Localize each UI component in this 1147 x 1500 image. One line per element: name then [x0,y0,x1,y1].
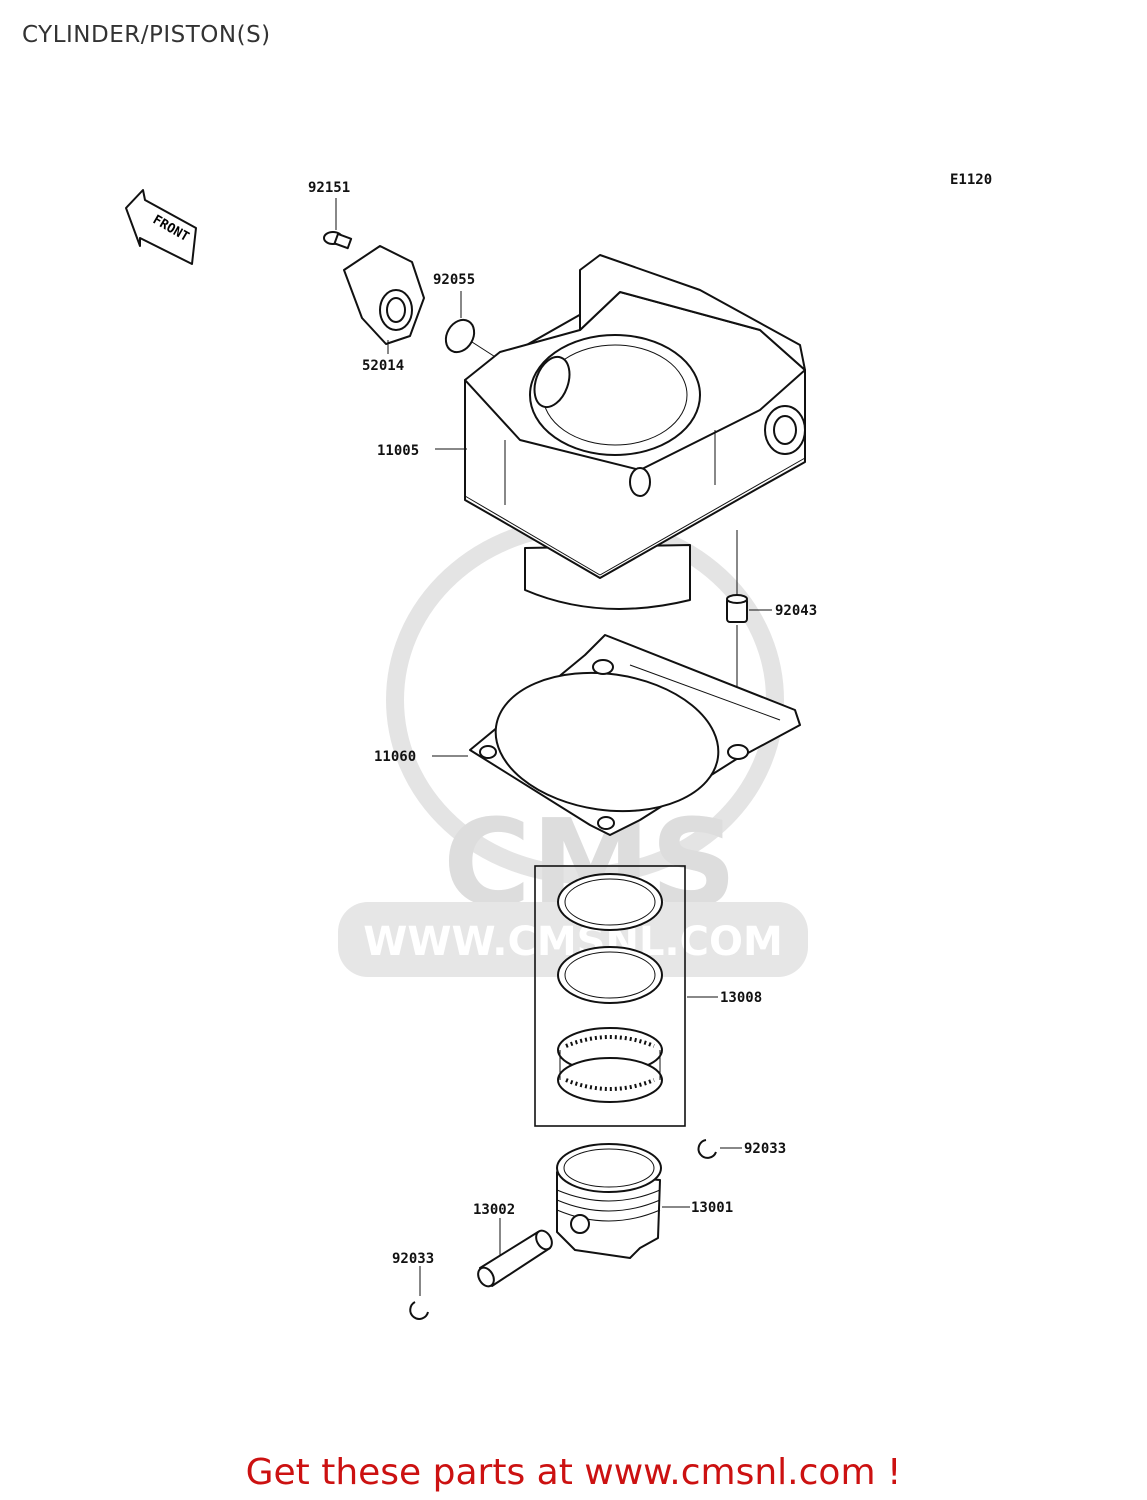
part-label-92043: 92043 [775,603,817,619]
watermark-banner [338,902,808,977]
part-label-13008: 13008 [720,990,762,1006]
part-92033-circlip-upper [697,1139,742,1159]
part-label-11060: 11060 [374,749,416,765]
part-52014-fitting [343,245,425,354]
part-13008-piston-ring-set [534,865,718,1127]
part-label-92033-upper: 92033 [744,1141,786,1157]
part-92055-o-ring [444,291,501,361]
part-92033-circlip-lower [409,1266,429,1320]
part-label-13002: 13002 [473,1202,515,1218]
part-label-52014: 52014 [362,358,404,374]
part-label-92055: 92055 [433,272,475,288]
part-13002-piston-pin [477,1218,553,1288]
part-92151-bolt [323,198,353,250]
part-11060-gasket [432,634,801,836]
part-label-13001: 13001 [691,1200,733,1216]
part-92043-dowel-pin [726,594,772,725]
front-direction-arrow: FRONT [125,189,197,265]
part-11005-cylinder [435,254,806,610]
part-label-92151: 92151 [308,180,350,196]
part-label-11005: 11005 [377,443,419,459]
footer-promo: Get these parts at www.cmsnl.com ! [245,1452,902,1493]
part-13001-piston [556,1143,690,1259]
page-title: CYLINDER/PISTON(S) [22,22,271,48]
exploded-parts-diagram: CMS WWW.CMSNL.COM FRONT E1120 92151 5201… [125,172,992,1320]
diagram-code: E1120 [950,172,992,188]
part-label-92033-lower: 92033 [392,1251,434,1267]
